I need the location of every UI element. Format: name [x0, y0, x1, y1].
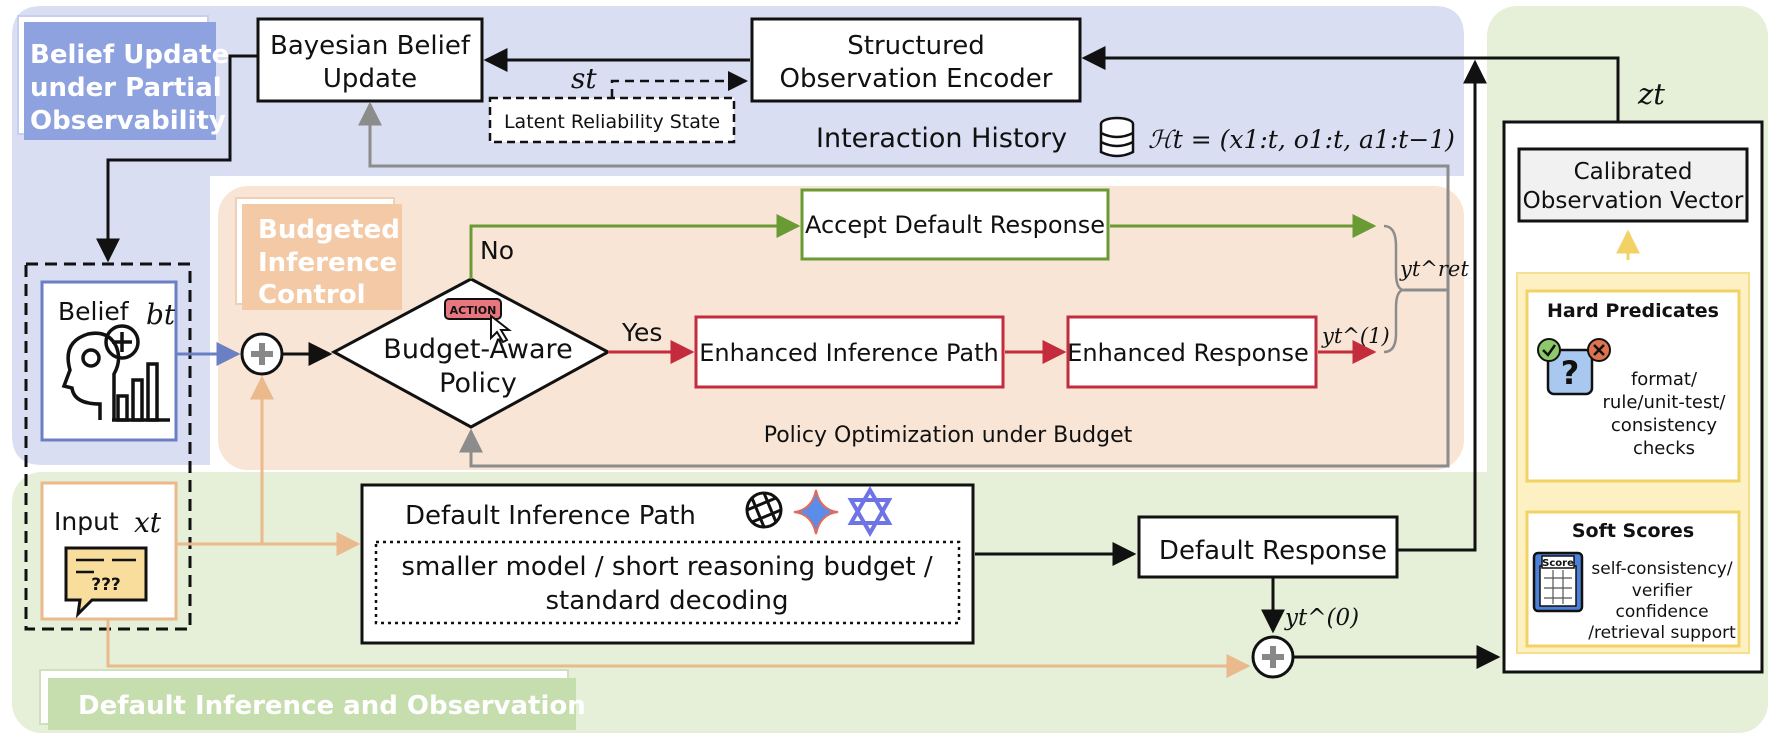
latent-state-label: Latent Reliability State [504, 111, 720, 133]
sum-node-response [1251, 635, 1295, 679]
enhanced-response-label: Enhanced Response [1067, 339, 1309, 367]
edge-label-no: No [480, 236, 514, 265]
edge-label-yes: Yes [621, 318, 662, 347]
database-icon [1099, 116, 1135, 158]
edge-label-y1: yt^(1) [1321, 324, 1390, 348]
input-variable: xt [134, 506, 162, 539]
svg-text:?: ? [1561, 354, 1580, 392]
policy-optimization-label: Policy Optimization under Budget [764, 423, 1133, 448]
soft-detail-1: self-consistency/ [1591, 559, 1732, 579]
section-belief-line-3: Observability [30, 106, 226, 136]
encoder-line-2: Observation Encoder [780, 64, 1053, 94]
section-default-inference: Default Inference and Observation [39, 669, 586, 730]
input-node: Input xt ??? [40, 481, 178, 621]
chat-bubble-text: ??? [91, 575, 121, 595]
bayesian-line-1: Bayesian Belief [270, 31, 471, 61]
edge-response-to-encoder [1398, 59, 1487, 552]
bar-chart-icon [112, 362, 170, 422]
edge-feedback-to-bayesian [358, 101, 1450, 290]
bayesian-update-node: Bayesian Belief Update [256, 17, 484, 103]
accept-default-label: Accept Default Response [805, 211, 1105, 239]
action-badge-text: ACTION [450, 304, 497, 317]
accept-default-node: Accept Default Response [800, 188, 1110, 261]
section-budgeted-line-2: Inference [258, 248, 397, 278]
default-path-detail-1: smaller model / short reasoning budget / [401, 552, 932, 582]
edge-feedback-to-policy [459, 288, 1450, 468]
section-budgeted-line-1: Budgeted [258, 215, 400, 245]
hard-detail-1: format/ [1631, 369, 1698, 390]
chat-bubble-icon: ??? [64, 546, 148, 619]
default-path-detail-box [374, 540, 961, 625]
sum-node-policy [240, 332, 284, 376]
default-response-label: Default Response [1159, 536, 1387, 566]
edges [96, 46, 1640, 678]
edge-input-to-response-sum [106, 620, 1251, 678]
enhanced-path-node: Enhanced Inference Path [694, 315, 1005, 389]
structured-encoder-node: Structured Observation Encoder [750, 17, 1082, 103]
edge-zt-to-encoder [1081, 46, 1620, 122]
belief-label: Belief [58, 297, 130, 326]
action-badge: ACTION [444, 298, 502, 320]
section-default-text: Default Inference and Observation [78, 691, 586, 721]
openai-icon [745, 491, 783, 529]
section-belief-line-1: Belief Update [30, 40, 229, 70]
score-clipboard-icon: Score [1532, 551, 1584, 613]
soft-detail-3: confidence [1615, 602, 1708, 622]
default-response-node: Default Response [1137, 515, 1399, 579]
section-budgeted-line-3: Control [258, 280, 365, 310]
soft-detail-4: /retrieval support [1588, 623, 1736, 643]
input-label: Input [54, 507, 119, 536]
soft-detail-2: verifier [1632, 581, 1692, 601]
edge-label-zt: zt [1637, 77, 1665, 111]
edge-label-y0: yt^(0) [1284, 605, 1359, 631]
default-path-detail-2: standard decoding [545, 586, 788, 616]
soft-scores-node: Soft Scores Score self-consistency/ veri… [1525, 510, 1741, 648]
belief-node: Belief bt [40, 280, 178, 442]
calibrated-line-1: Calibrated [1574, 159, 1693, 185]
calibrated-vector-node: Calibrated Observation Vector [1517, 147, 1749, 223]
hard-detail-4: checks [1633, 438, 1695, 459]
section-belief-update: Belief Update under Partial Observabilit… [17, 15, 229, 140]
policy-node: Budget-Aware Policy ACTION [330, 277, 612, 429]
policy-line-2: Policy [439, 368, 517, 399]
edge-latent-to-encoder [610, 71, 748, 98]
interaction-history-label: Interaction History [816, 123, 1067, 154]
hard-detail-2: rule/unit-test/ [1603, 392, 1727, 413]
hard-detail-3: consistency [1611, 415, 1718, 436]
qwen-icon [847, 485, 893, 538]
section-budgeted-control: Budgeted Inference Control [235, 197, 402, 310]
encoder-line-1: Structured [847, 31, 984, 61]
cursor-icon [490, 313, 512, 344]
edge-label-st: st [571, 62, 597, 95]
check-cross-question-icon: ? [1537, 338, 1611, 396]
soft-scores-title: Soft Scores [1572, 520, 1694, 542]
section-belief-line-2: under Partial [30, 73, 222, 103]
policy-line-1: Budget-Aware [383, 334, 572, 365]
enhanced-path-label: Enhanced Inference Path [699, 339, 998, 367]
edge-label-yret: yt^ret [1399, 257, 1469, 281]
latent-state-node: Latent Reliability State [488, 96, 736, 144]
default-path-title: Default Inference Path [405, 501, 696, 531]
calibrated-line-2: Observation Vector [1523, 188, 1744, 214]
edge-policy-no-to-accept [469, 214, 801, 279]
belief-variable: bt [146, 298, 176, 331]
edge-bayesian-to-belief [96, 54, 258, 263]
gemini-icon [793, 489, 839, 535]
head-gear-icon [61, 331, 121, 420]
enhanced-response-node: Enhanced Response [1066, 315, 1318, 389]
default-path-node: Default Inference Path smaller model / s… [360, 483, 975, 645]
plus-circle-icon [104, 324, 140, 360]
bayesian-line-2: Update [323, 64, 417, 94]
hard-predicates-node: Hard Predicates ? format/ rule/unit-test… [1525, 289, 1741, 483]
history-formula: ℋt = (x1:t, o1:t, a1:t−1) [1148, 125, 1455, 154]
hard-predicates-title: Hard Predicates [1547, 300, 1719, 322]
score-icon-text: Score [1542, 558, 1574, 569]
